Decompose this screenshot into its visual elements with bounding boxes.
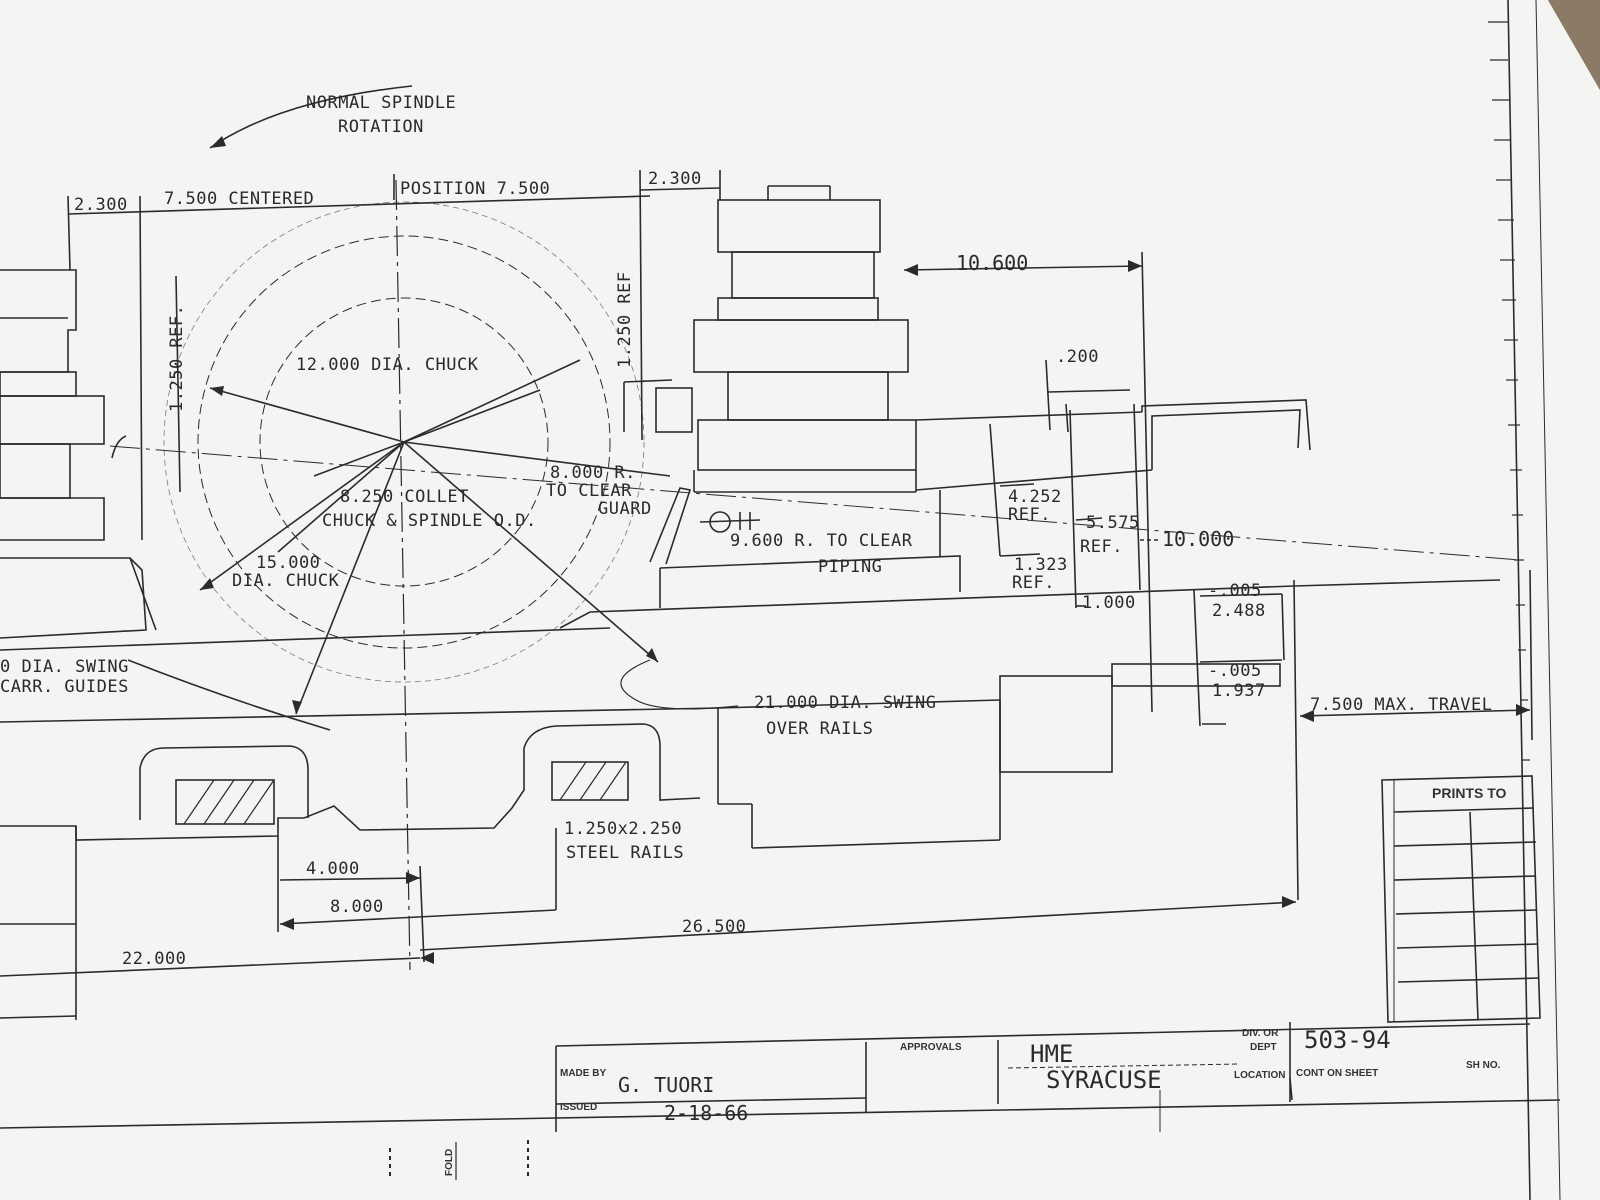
arrowheads [200,136,1530,964]
table-corner [1548,0,1600,90]
sh-no-label: SH NO. [1466,1060,1501,1071]
dim-15000-1: 15.000 [256,553,320,573]
dim-26500: 26.500 [682,917,746,937]
dim-1250-ref-right: 1.250 REF [615,271,635,368]
made-by-label: MADE BY [560,1068,606,1079]
dim-4252-2: REF. [1008,505,1051,525]
dim-15000-2: DIA. CHUCK [232,571,340,591]
dim-position-7500: POSITION 7.500 [400,179,550,199]
made-by-value: G. TUORI [618,1073,714,1097]
swing-carr-1: 0 DIA. SWING [0,657,129,677]
dim-8000r-1: 8.000 R. [550,463,636,483]
dim-2300-right: 2.300 [648,169,702,189]
dim-1323-2: REF. [1012,573,1055,593]
dim-2488: 2.488 [1212,601,1266,621]
div-or-label: DIV. OR [1242,1028,1279,1039]
dim-12000-chuck: 12.000 DIA. CHUCK [296,355,479,375]
piping-label: PIPING [818,557,882,577]
dim-10600: 10.600 [956,251,1028,275]
dimension-labels: NORMAL SPINDLE ROTATION 2.300 7.500 CENT… [0,93,1493,969]
location-value: SYRACUSE [1046,1066,1162,1094]
dim-8250-collet-2: CHUCK & SPINDLE O.D. [322,511,537,531]
title-block: PRINTS TO MADE BY G. TUORI ISSUED 2-18-6… [444,785,1507,1176]
dim-1937: 1.937 [1212,681,1266,701]
fold-label: FOLD [444,1149,455,1176]
dim-4252-1: 4.252 [1008,487,1062,507]
dim-1000: 1.000 [1082,593,1136,613]
linework [0,0,1561,1200]
dim-1323-1: 1.323 [1014,555,1068,575]
dim-8000: 8.000 [330,897,384,917]
dim-10000: 10.000 [1162,527,1234,551]
tol-005-b: -.005 [1208,661,1262,681]
dim-9600r: 9.600 R. TO CLEAR [730,531,913,551]
dim-7500-centered: 7.500 CENTERED [164,189,314,209]
dim-2300-left: 2.300 [74,195,128,215]
drawing-number: 503-94 [1304,1026,1391,1054]
dim-5575-2: REF. [1080,537,1123,557]
rails-1: 1.250x2.250 [564,819,682,839]
dim-5575-1: 5.575 [1086,513,1140,533]
swing-rails-1: 21.000 DIA. SWING [754,693,937,713]
dim-200: .200 [1056,347,1099,367]
normal-spindle-label-2: ROTATION [338,117,424,137]
dim-8000r-3: GUARD [598,499,652,519]
location-label: LOCATION [1234,1070,1285,1081]
dept-label: DEPT [1250,1042,1277,1053]
max-travel: 7.500 MAX. TRAVEL [1310,695,1493,715]
issued-value: 2-18-66 [664,1101,748,1125]
division-value: HME [1030,1040,1073,1068]
swing-rails-2: OVER RAILS [766,719,873,739]
approvals-label: APPROVALS [900,1042,962,1053]
dim-1250-ref-left: 1.250 REF. [167,305,187,412]
dim-8000r-2: TO CLEAR [546,481,632,501]
issued-label: ISSUED [560,1102,597,1113]
normal-spindle-label-1: NORMAL SPINDLE [306,93,456,113]
cont-on-sheet-label: CONT ON SHEET [1296,1068,1378,1079]
dim-4000: 4.000 [306,859,360,879]
rails-2: STEEL RAILS [566,843,684,863]
dim-22000: 22.000 [122,949,186,969]
swing-carr-2: CARR. GUIDES [0,677,129,697]
dim-8250-collet-1: 8.250 COLLET [340,487,469,507]
prints-to-label: PRINTS TO [1432,785,1507,801]
tol-005-a: -.005 [1208,581,1262,601]
